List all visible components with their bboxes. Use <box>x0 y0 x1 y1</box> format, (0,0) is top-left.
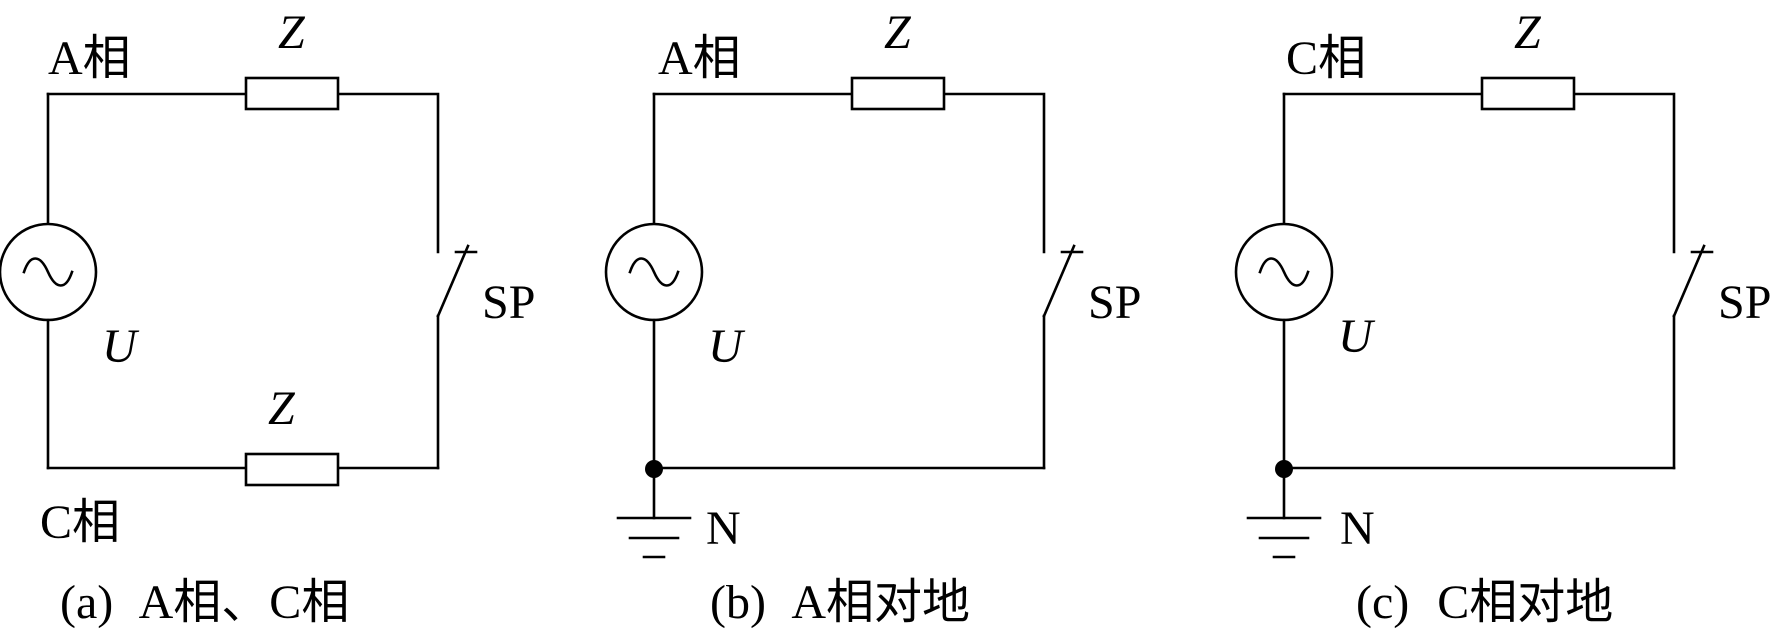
panel-b-caption: (b) A相对地 <box>710 576 970 629</box>
panel-b-junction-dot <box>645 460 663 478</box>
panel-b-top-wire <box>652 92 1046 254</box>
panel-c-ground-icon <box>1246 516 1322 559</box>
panel-b-impedance-top-label: Z <box>884 6 912 59</box>
panel-b-switch-label: SP <box>1088 276 1141 329</box>
panel-a-source-label: U <box>102 320 140 373</box>
panel-c-switch-label: SP <box>1718 276 1771 329</box>
panel-c-junction-dot <box>1275 460 1293 478</box>
panel-c-impedance-top <box>1480 76 1576 111</box>
panel-c-ac-source-icon <box>1234 222 1334 322</box>
panel-b-ground-icon <box>616 516 692 559</box>
panel-a-caption-text: A相、C相 <box>139 576 350 629</box>
panel-b-impedance-top <box>850 76 946 111</box>
panel-c-caption-text: C相对地 <box>1437 576 1613 629</box>
panel-a-impedance-top-label: Z <box>278 6 306 59</box>
panel-a-top-wire <box>46 92 440 254</box>
panel-b: A相 Z U SP N (b) A相对地 <box>604 6 1141 629</box>
panel-c-source-label: U <box>1338 310 1376 363</box>
panel-a-caption-tag: (a) <box>60 576 113 629</box>
panel-c-impedance-top-label: Z <box>1514 6 1542 59</box>
panel-c-neutral-label: N <box>1340 502 1375 555</box>
panel-b-neutral-label: N <box>706 502 741 555</box>
panel-b-switch-icon <box>1042 244 1084 318</box>
panel-a-switch-label: SP <box>482 276 535 329</box>
panel-b-caption-text: A相对地 <box>791 576 970 629</box>
panel-a-top-phase-label: A相 <box>48 32 131 85</box>
panel-c-caption: (c) C相对地 <box>1356 576 1613 629</box>
panel-a-impedance-bottom <box>244 452 340 487</box>
panel-a-impedance-top <box>244 76 340 111</box>
panel-b-top-phase-label: A相 <box>658 32 741 85</box>
panel-b-caption-tag: (b) <box>710 576 766 629</box>
panel-c: C相 Z U SP N (c) C相对地 <box>1234 6 1771 629</box>
panel-c-switch-icon <box>1672 244 1714 318</box>
panel-c-caption-tag: (c) <box>1356 576 1409 629</box>
panel-a-impedance-bottom-label: Z <box>268 382 296 435</box>
panel-a-bottom-phase-label: C相 <box>40 496 120 549</box>
panel-a-caption: (a) A相、C相 <box>60 576 349 629</box>
panel-a: A相 Z Z U SP C相 (a) A相、C相 <box>0 6 535 629</box>
panel-a-switch-icon <box>436 244 478 318</box>
panel-b-ac-source-icon <box>604 222 704 322</box>
panel-c-top-phase-label: C相 <box>1286 32 1366 85</box>
panel-b-source-label: U <box>708 320 746 373</box>
panel-a-ac-source-icon <box>0 222 98 322</box>
panel-c-top-wire <box>1282 92 1676 254</box>
